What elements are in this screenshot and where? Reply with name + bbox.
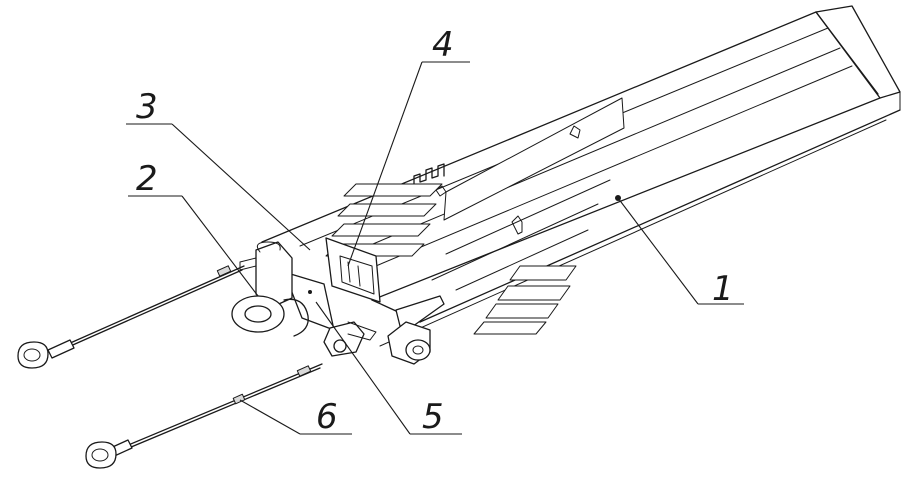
- top-plate: [413, 97, 625, 221]
- cable-upper: [17, 265, 245, 369]
- cable-lower: [85, 363, 323, 469]
- cable-eye-hook: [85, 441, 117, 469]
- callout-3: 3: [136, 87, 158, 127]
- roller: [405, 339, 431, 361]
- guide-strips-lower: [473, 265, 577, 335]
- callout-6: 6: [316, 397, 338, 437]
- beam-hole: [308, 290, 312, 294]
- plate-body: [443, 97, 625, 221]
- callout-labels: 1 2 3 4 5 6: [136, 25, 734, 437]
- winch-drum: [231, 241, 309, 337]
- callout-5: 5: [422, 397, 444, 437]
- drum-handle: [256, 241, 281, 253]
- callout-4: 4: [432, 25, 454, 65]
- cable-eye-hook: [17, 341, 49, 369]
- callout-1: 1: [712, 269, 734, 309]
- bracket-assembly: [283, 237, 381, 357]
- hook-bracket: [413, 163, 445, 187]
- cable-sleeve: [47, 339, 75, 359]
- leader-lines: [126, 61, 744, 435]
- callout-2: 2: [136, 159, 158, 199]
- roller-bracket: [387, 295, 445, 365]
- beam-end-cap: [815, 5, 901, 99]
- plate-notch: [569, 125, 581, 139]
